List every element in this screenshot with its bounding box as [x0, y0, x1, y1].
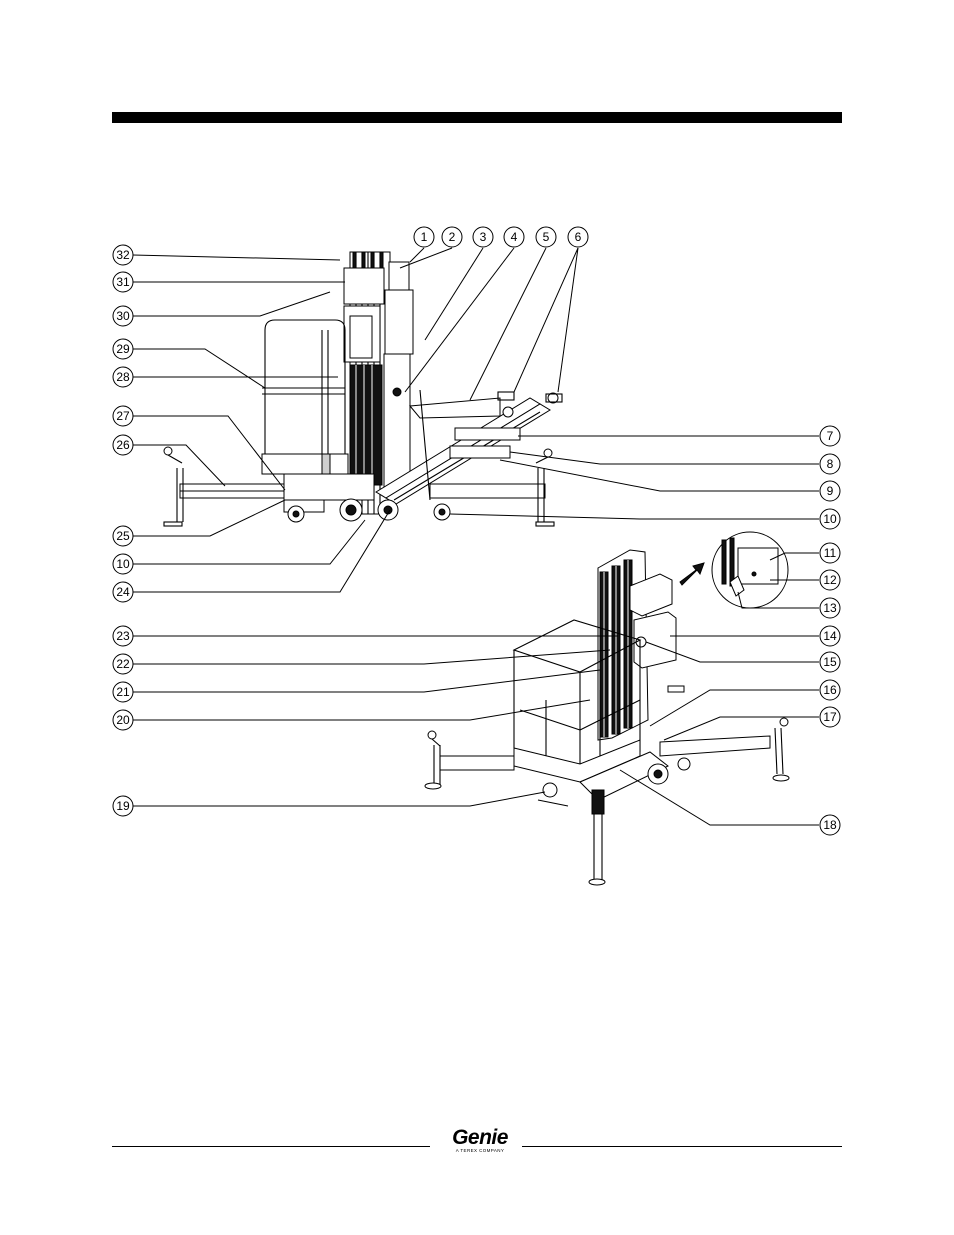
detail-inset: [680, 532, 788, 608]
callout-1: 1: [414, 227, 434, 247]
svg-text:23: 23: [116, 629, 130, 643]
callout-21: 21: [113, 682, 133, 702]
svg-text:10: 10: [823, 512, 837, 526]
callout-13: 13: [820, 598, 840, 618]
callout-5: 5: [536, 227, 556, 247]
svg-text:22: 22: [116, 657, 130, 671]
callout-12: 12: [820, 570, 840, 590]
callout-2: 2: [442, 227, 462, 247]
footer-rule-right: [522, 1146, 842, 1147]
callout-4: 4: [504, 227, 524, 247]
svg-text:12: 12: [823, 573, 837, 587]
callout-10-right: 10: [820, 509, 840, 529]
svg-text:15: 15: [823, 655, 837, 669]
callout-17: 17: [820, 707, 840, 727]
callout-22: 22: [113, 654, 133, 674]
svg-text:1: 1: [421, 230, 428, 244]
callout-28: 28: [113, 367, 133, 387]
callout-15: 15: [820, 652, 840, 672]
callout-9: 9: [820, 481, 840, 501]
svg-text:27: 27: [116, 409, 130, 423]
callout-11: 11: [820, 543, 840, 563]
svg-text:18: 18: [823, 818, 837, 832]
callout-19: 19: [113, 796, 133, 816]
svg-text:16: 16: [823, 683, 837, 697]
callout-20: 20: [113, 710, 133, 730]
svg-text:31: 31: [116, 275, 130, 289]
callout-25: 25: [113, 526, 133, 546]
callout-8: 8: [820, 454, 840, 474]
svg-text:6: 6: [575, 230, 582, 244]
svg-text:4: 4: [511, 230, 518, 244]
svg-text:25: 25: [116, 529, 130, 543]
callout-7: 7: [820, 426, 840, 446]
callout-23: 23: [113, 626, 133, 646]
logo-brand: Genie: [440, 1127, 520, 1149]
svg-text:29: 29: [116, 342, 130, 356]
genie-logo: Genie A TEREX COMPANY: [440, 1127, 520, 1154]
svg-text:11: 11: [824, 546, 837, 560]
svg-text:3: 3: [480, 230, 487, 244]
svg-text:13: 13: [823, 601, 837, 615]
svg-text:20: 20: [116, 713, 130, 727]
svg-text:26: 26: [116, 438, 130, 452]
svg-text:28: 28: [116, 370, 130, 384]
svg-text:14: 14: [823, 629, 837, 643]
svg-text:32: 32: [116, 248, 130, 262]
svg-text:5: 5: [543, 230, 550, 244]
callout-18: 18: [820, 815, 840, 835]
svg-text:24: 24: [116, 585, 130, 599]
svg-text:21: 21: [116, 685, 130, 699]
callout-32: 32: [113, 245, 133, 265]
svg-text:7: 7: [827, 429, 834, 443]
callout-26: 26: [113, 435, 133, 455]
callout-29: 29: [113, 339, 133, 359]
svg-text:8: 8: [827, 457, 834, 471]
svg-text:30: 30: [116, 309, 130, 323]
callout-6: 6: [568, 227, 588, 247]
svg-text:19: 19: [116, 799, 130, 813]
svg-text:10: 10: [116, 557, 130, 571]
footer-rule-left: [112, 1146, 430, 1147]
callout-16: 16: [820, 680, 840, 700]
svg-text:2: 2: [449, 230, 456, 244]
callout-3: 3: [473, 227, 493, 247]
callout-31: 31: [113, 272, 133, 292]
callout-14: 14: [820, 626, 840, 646]
callout-30: 30: [113, 306, 133, 326]
svg-text:17: 17: [823, 710, 837, 724]
callout-24: 24: [113, 582, 133, 602]
callout-10-left: 10: [113, 554, 133, 574]
callout-27: 27: [113, 406, 133, 426]
svg-text:9: 9: [827, 484, 834, 498]
